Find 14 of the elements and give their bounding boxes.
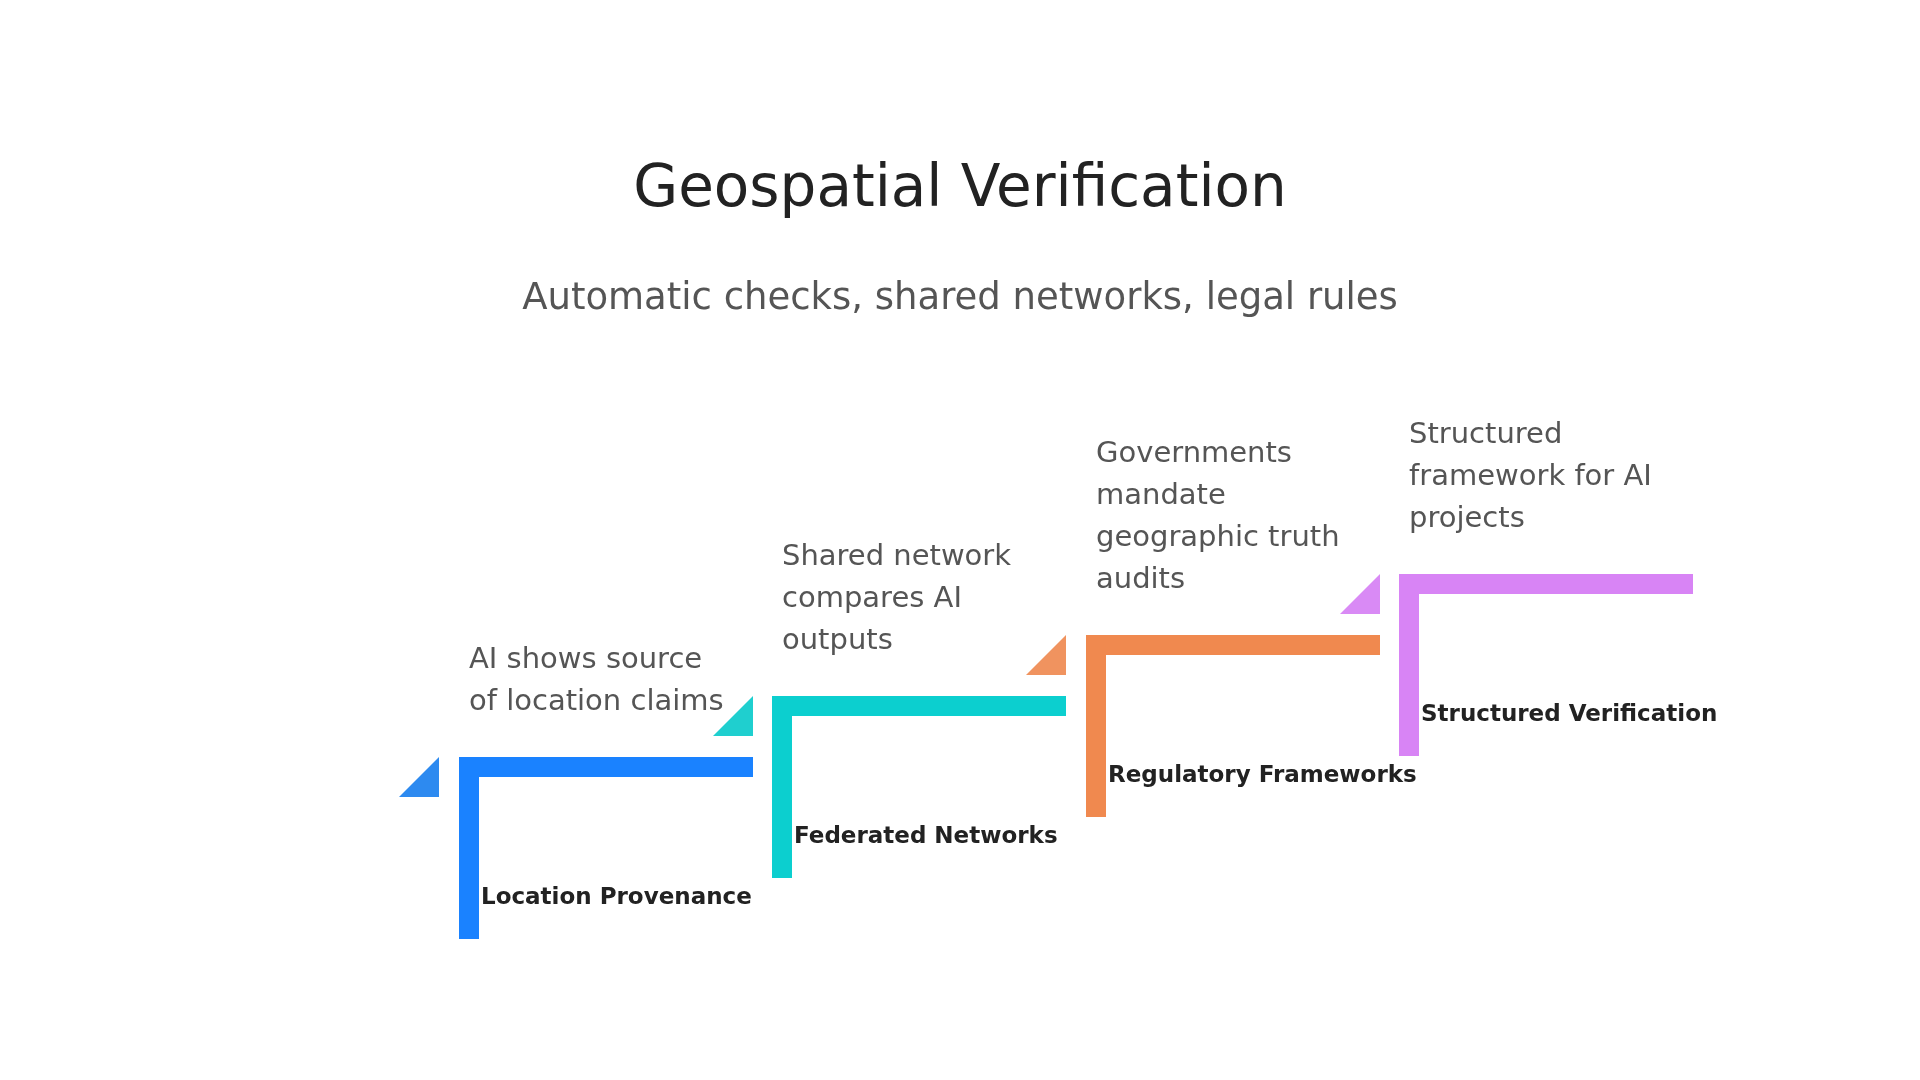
title: Geospatial Verification [632,155,1288,219]
subtitle: Automatic checks, shared networks, legal rules [522,275,1398,320]
step-heading: Structured Verification [1421,700,1718,726]
triangle-arrow [399,757,439,797]
step-heading: Location Provenance [481,883,752,909]
triangle-arrow [1026,635,1066,675]
step-description: Structured framework for AI projects [1409,415,1653,536]
step-heading: Regulatory Frameworks [1108,761,1417,787]
triangle-arrow [713,696,753,736]
step-description: Governments mandate geographic truth audits [1096,434,1341,597]
step-description: AI shows source of location claims [469,640,725,719]
step-heading: Federated Networks [794,822,1058,848]
triangle-arrow [1340,574,1380,614]
step-description: Shared network compares AI outputs [782,537,1013,658]
